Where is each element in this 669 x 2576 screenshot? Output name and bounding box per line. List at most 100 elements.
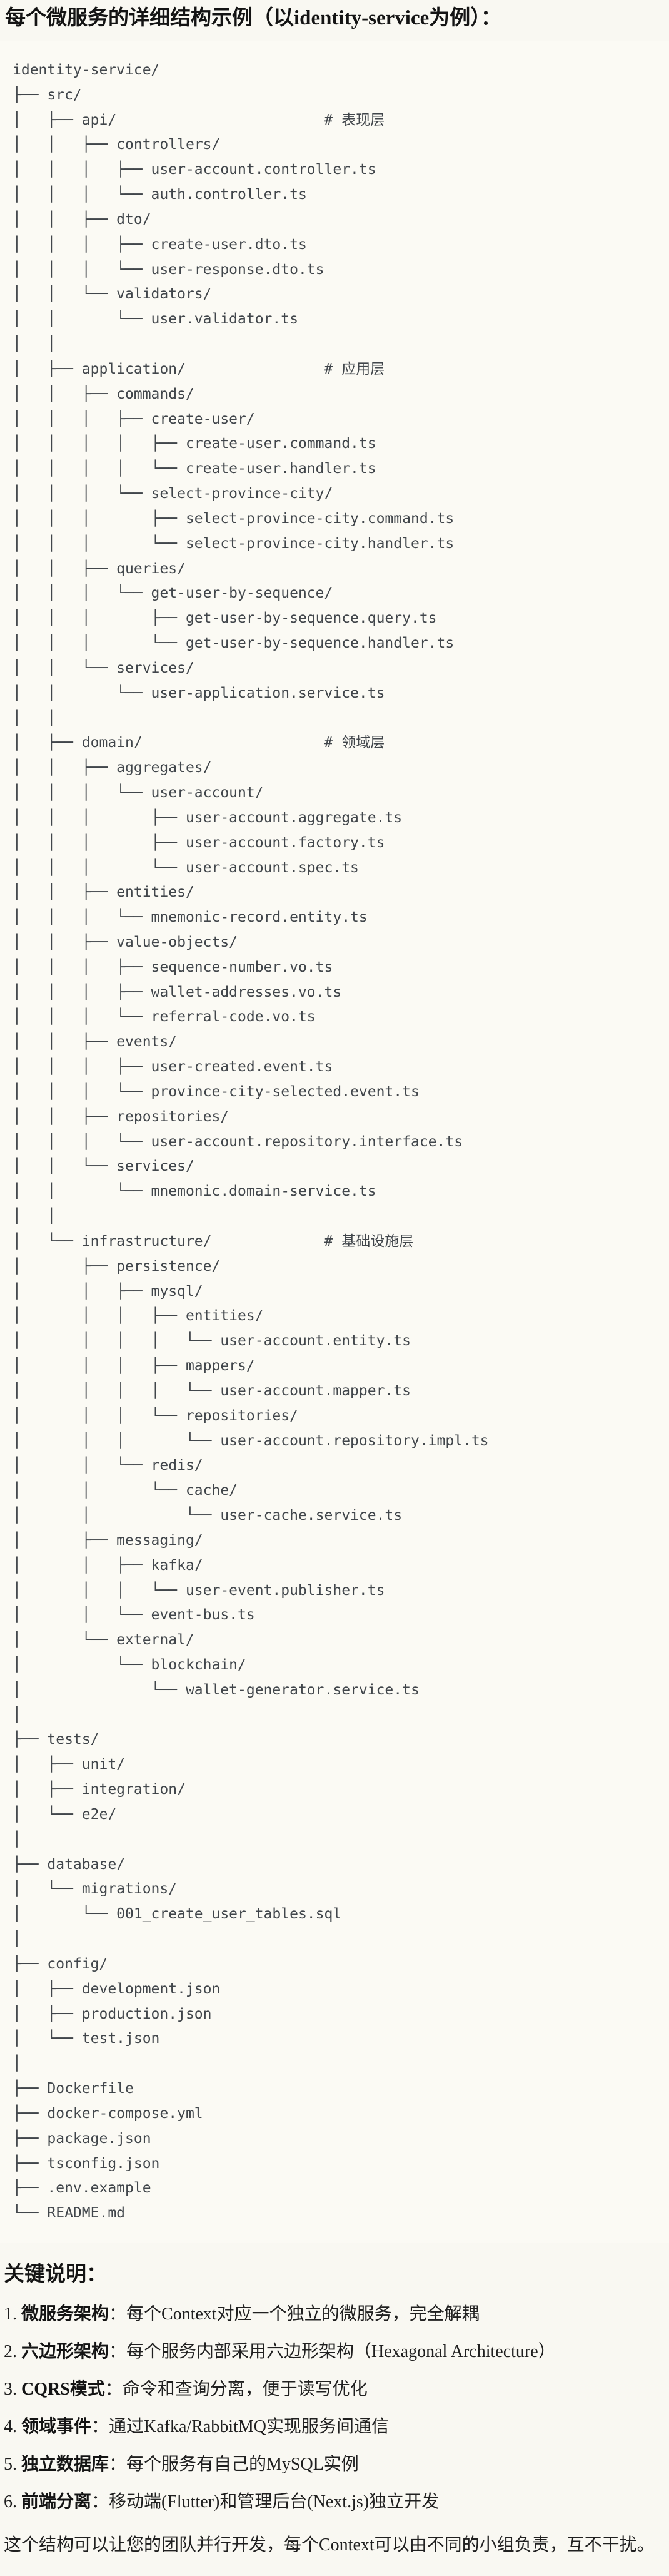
directory-tree-codeblock: identity-service/ ├── src/ │ ├── api/ # 表现… [0, 41, 669, 2244]
tree-line: │ ├── api/ # 表现层 [13, 111, 385, 128]
tree-line: │ │ │ └── user-event.publisher.ts [13, 1582, 385, 1599]
tree-line: │ │ │ ├── get-user-by-sequence.query.ts [13, 610, 437, 627]
note-item-term: 独立数据库 [21, 2455, 109, 2475]
note-item-number: 5. [4, 2455, 21, 2475]
tree-line: │ └── 001_create_user_tables.sql [13, 1906, 342, 1923]
tree-line: │ │ │ └── user-account/ [13, 785, 264, 802]
tree-line: │ │ [13, 336, 56, 353]
tree-line: ├── Dockerfile [13, 2080, 134, 2097]
tree-line: │ │ ├── events/ [13, 1034, 178, 1051]
tree-line: │ │ │ ├── select-province-city.command.t… [13, 510, 455, 527]
note-item-description: ：移动端(Flutter)和管理后台(Next.js)独立开发 [91, 2492, 440, 2512]
tree-line: │ │ ├── value-objects/ [13, 934, 238, 950]
tree-line: │ │ │ └── get-user-by-sequence/ [13, 585, 333, 602]
tree-line: │ ├── domain/ # 领域层 [13, 735, 385, 751]
tree-line: │ │ └── event-bus.ts [13, 1607, 255, 1624]
note-item-number: 6. [4, 2492, 21, 2512]
note-item: 4. 领域事件：通过Kafka/RabbitMQ实现服务间通信 [4, 2416, 664, 2438]
tree-line: │ └── test.json [13, 2030, 160, 2047]
tree-line: │ │ │ ├── mappers/ [13, 1358, 255, 1375]
tree-line: │ │ ├── controllers/ [13, 136, 221, 153]
tree-line: │ [13, 1706, 21, 1723]
tree-line: │ [13, 2055, 21, 2072]
tree-line: │ │ [13, 710, 56, 726]
tree-line: │ │ │ └── user-account.spec.ts [13, 859, 359, 876]
note-item-description: ：命令和查询分离，便于读写优化 [104, 2380, 368, 2400]
note-item-description: ：每个服务内部采用六边形架构（Hexagonal Architecture） [109, 2342, 556, 2362]
note-item-number: 1. [4, 2304, 21, 2324]
tree-line: │ └── infrastructure/ # 基础设施层 [13, 1233, 414, 1250]
tree-line: │ │ │ │ └── user-account.mapper.ts [13, 1382, 411, 1399]
tree-line: │ ├── production.json [13, 2005, 212, 2022]
tree-line: │ │ │ ├── create-user/ [13, 410, 255, 427]
tree-line: │ │ │ ├── sequence-number.vo.ts [13, 959, 333, 975]
tree-line: │ [13, 1831, 21, 1848]
notes-section: 关键说明： 1. 微服务架构：每个Context对应一个独立的微服务，完全解耦 2… [0, 2261, 669, 2557]
tree-line: │ │ └── validators/ [13, 286, 212, 303]
note-item-number: 2. [4, 2342, 21, 2362]
tree-line: │ │ └── user-cache.service.ts [13, 1507, 403, 1524]
tree-line: │ │ ├── repositories/ [13, 1108, 229, 1125]
tree-line: │ ├── messaging/ [13, 1532, 203, 1549]
tree-line: ├── package.json [13, 2130, 151, 2147]
tree-line: │ └── blockchain/ [13, 1657, 246, 1673]
note-item-number: 3. [4, 2380, 21, 2400]
tree-line: ├── tsconfig.json [13, 2155, 160, 2172]
tree-line: │ │ ├── queries/ [13, 560, 186, 577]
tree-line: │ │ │ └── mnemonic-record.entity.ts [13, 909, 368, 926]
tree-line: │ │ │ │ └── user-account.entity.ts [13, 1333, 411, 1350]
tree-line: │ │ │ ├── create-user.dto.ts [13, 236, 307, 253]
note-item: 1. 微服务架构：每个Context对应一个独立的微服务，完全解耦 [4, 2304, 664, 2325]
tree-line: identity-service/ [13, 62, 160, 78]
tree-line: │ │ │ │ └── create-user.handler.ts [13, 461, 376, 477]
tree-line: │ ├── application/ # 应用层 [13, 360, 385, 377]
tree-line: │ │ │ └── select-province-city.handler.t… [13, 535, 455, 552]
note-item-number: 4. [4, 2417, 21, 2437]
note-item: 2. 六边形架构：每个服务内部采用六边形架构（Hexagonal Archite… [4, 2341, 664, 2363]
tree-line: │ │ │ └── select-province-city/ [13, 486, 333, 502]
tree-line: │ │ │ └── province-city-selected.event.t… [13, 1083, 420, 1100]
tree-line: ├── config/ [13, 1955, 108, 1972]
tree-line: ├── src/ [13, 86, 82, 103]
tree-line: │ │ │ ├── user-account.aggregate.ts [13, 809, 403, 826]
tree-line: │ │ └── mnemonic.domain-service.ts [13, 1183, 376, 1200]
tree-line: │ │ ├── entities/ [13, 884, 194, 901]
tree-line: │ │ │ └── referral-code.vo.ts [13, 1009, 316, 1026]
notes-heading: 关键说明： [4, 2263, 107, 2286]
tree-line: │ │ ├── aggregates/ [13, 760, 212, 776]
tree-line: │ │ └── services/ [13, 659, 194, 676]
tree-line: │ │ └── redis/ [13, 1457, 203, 1474]
tree-line: │ │ │ └── repositories/ [13, 1407, 298, 1424]
tree-lines-container: identity-service/ ├── src/ │ ├── api/ # 表现… [13, 58, 669, 2226]
tree-line: │ ├── unit/ [13, 1756, 126, 1773]
tree-line: │ │ │ └── user-response.dto.ts [13, 261, 324, 278]
tree-line: │ │ [13, 1208, 56, 1225]
note-item-description: ：每个服务有自己的MySQL实例 [109, 2455, 359, 2475]
note-item: 5. 独立数据库：每个服务有自己的MySQL实例 [4, 2454, 664, 2475]
tree-line: ├── tests/ [13, 1731, 99, 1748]
tree-line: │ │ ├── mysql/ [13, 1283, 203, 1300]
tree-line: │ │ │ ├── wallet-addresses.vo.ts [13, 984, 342, 1000]
tree-line: │ ├── integration/ [13, 1781, 186, 1798]
tree-line: │ ├── persistence/ [13, 1258, 221, 1275]
note-item-term: 微服务架构 [21, 2304, 109, 2324]
tree-line: ├── docker-compose.yml [13, 2105, 203, 2122]
page-title: 每个微服务的详细结构示例（以identity-service为例）： [5, 7, 501, 29]
tree-line: │ └── e2e/ [13, 1806, 117, 1823]
note-item: 6. 前端分离：移动端(Flutter)和管理后台(Next.js)独立开发 [4, 2492, 664, 2513]
note-item-description: ：每个Context对应一个独立的微服务，完全解耦 [109, 2304, 480, 2324]
tree-line: │ │ └── user.validator.ts [13, 311, 298, 328]
tree-line: │ │ │ ├── user-account.factory.ts [13, 834, 385, 851]
notes-list: 1. 微服务架构：每个Context对应一个独立的微服务，完全解耦 2. 六边形架… [4, 2304, 664, 2513]
tree-line: ├── .env.example [13, 2180, 151, 2197]
tree-line: │ │ ├── commands/ [13, 385, 194, 402]
tree-line: │ │ │ ├── user-created.event.ts [13, 1059, 333, 1076]
tree-line: │ │ └── user-application.service.ts [13, 685, 385, 701]
tree-line: │ │ │ ├── user-account.controller.ts [13, 161, 376, 178]
tree-line: │ │ ├── dto/ [13, 211, 151, 228]
tree-line: │ │ ├── kafka/ [13, 1557, 203, 1574]
tree-line: │ │ │ └── user-account.repository.impl.t… [13, 1432, 489, 1449]
note-item-term: 六边形架构 [21, 2342, 109, 2362]
tree-line: │ │ │ └── user-account.repository.interf… [13, 1133, 463, 1150]
